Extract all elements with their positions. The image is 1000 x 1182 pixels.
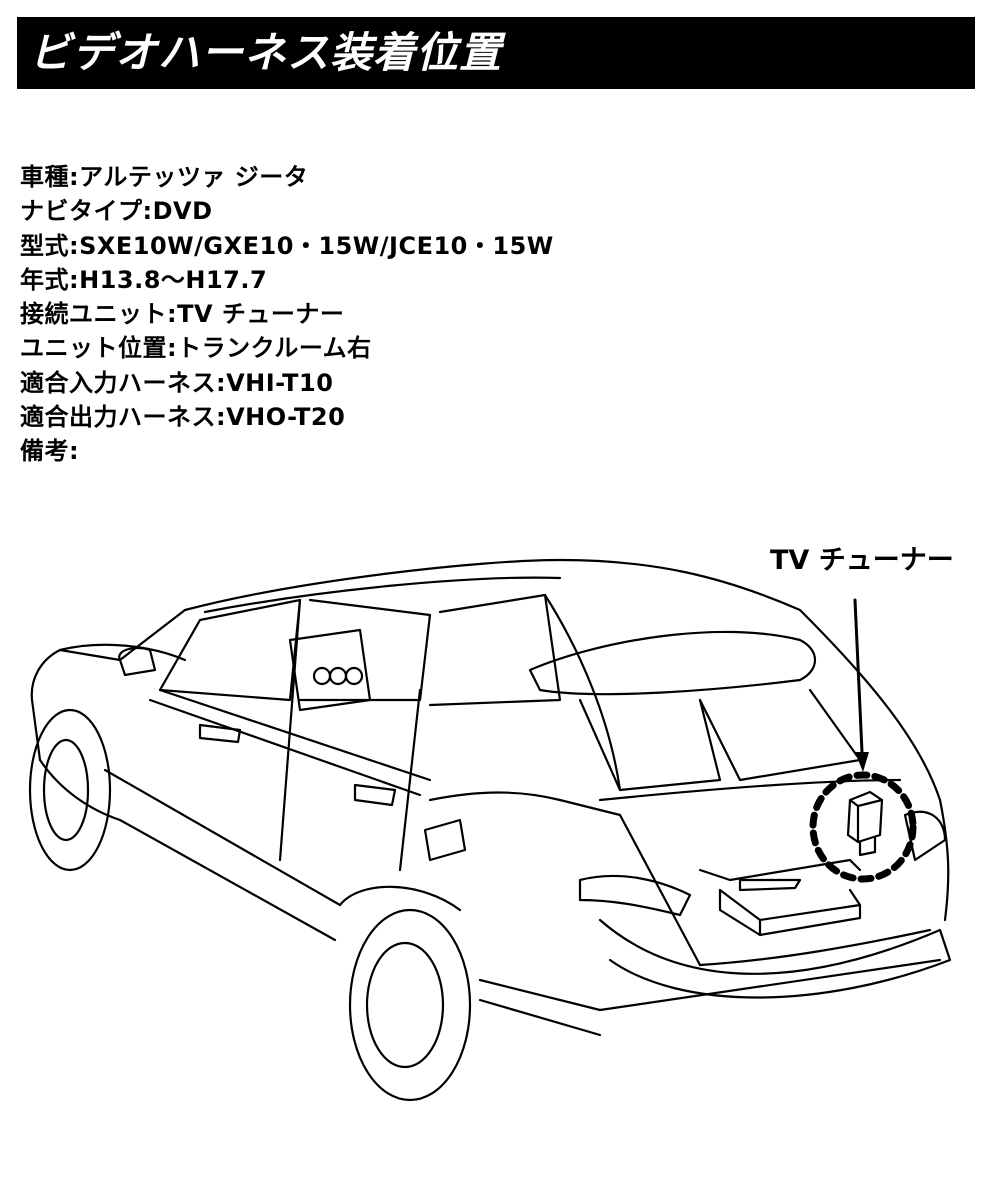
callout-arrow bbox=[853, 598, 869, 772]
page-title: ビデオハーネス装着位置 bbox=[29, 28, 503, 77]
callout-label: TV チューナー bbox=[770, 545, 954, 576]
spec-input-harness: 適合入力ハーネス:VHI-T10 bbox=[20, 368, 334, 397]
spec-remarks: 備考: bbox=[20, 437, 80, 466]
highlight-circle bbox=[809, 771, 917, 883]
spec-model-years: 年式:H13.8〜H17.7 bbox=[20, 265, 268, 294]
spec-model-code: 型式:SXE10W/GXE10・15W/JCE10・15W bbox=[20, 231, 554, 260]
spec-output-harness: 適合出力ハーネス:VHO-T20 bbox=[20, 403, 346, 432]
title-banner: ビデオハーネス装着位置 bbox=[17, 17, 975, 89]
spec-list: 車種:アルテッツァ ジータ ナビタイプ:DVD 型式:SXE10W/GXE10・… bbox=[20, 160, 554, 469]
car-diagram bbox=[0, 540, 1000, 1120]
spec-unit-position: ユニット位置:トランクルーム右 bbox=[20, 334, 372, 363]
car-body-outline bbox=[28, 558, 952, 1102]
spec-connected-unit: 接続ユニット:TV チューナー bbox=[20, 300, 345, 329]
spec-vehicle: 車種:アルテッツァ ジータ bbox=[20, 163, 309, 191]
tv-tuner-unit bbox=[846, 790, 884, 857]
spec-navi-type: ナビタイプ:DVD bbox=[20, 197, 213, 226]
